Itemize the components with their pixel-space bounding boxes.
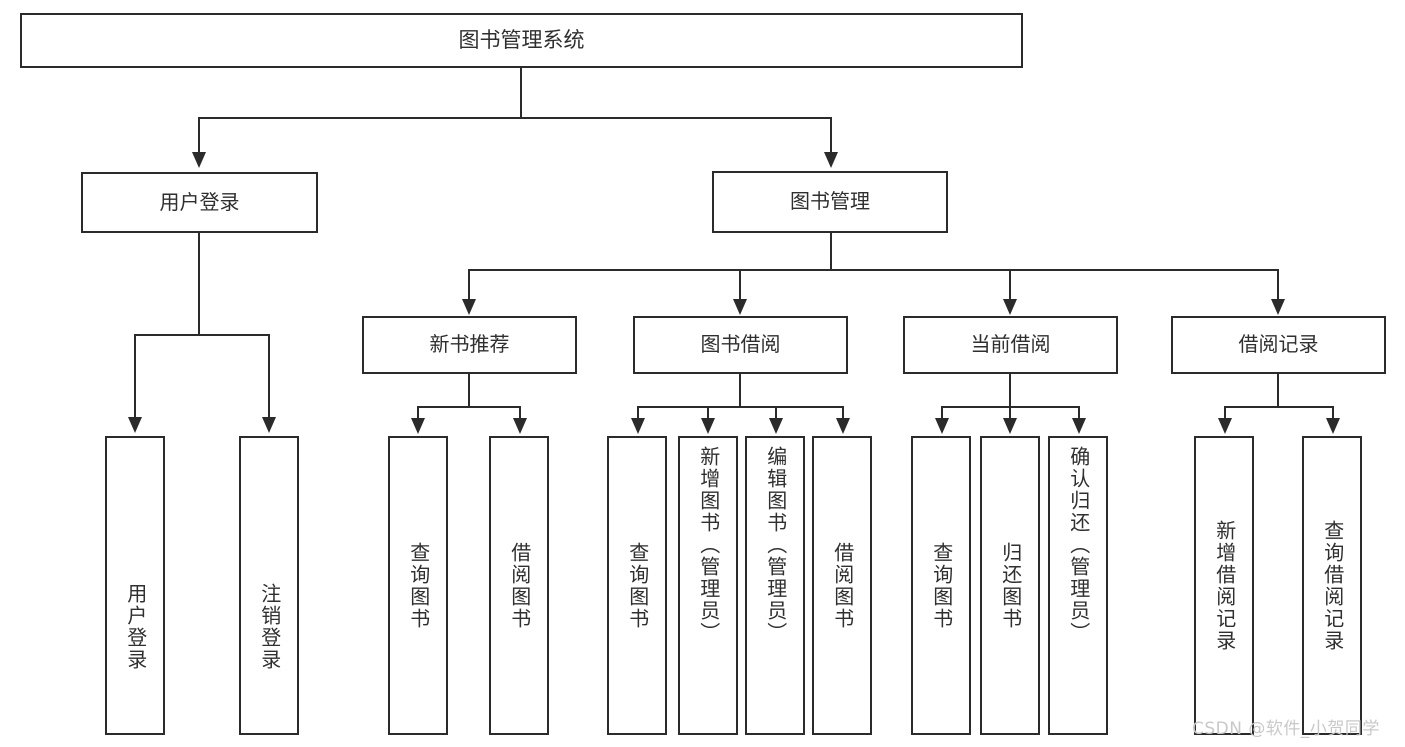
edge-new-book-bus bbox=[417, 406, 520, 408]
leaf-borrow-book[interactable]: 借阅图书 bbox=[812, 436, 872, 735]
leaf-query-book-recommend[interactable]: 查询图书 bbox=[388, 436, 448, 735]
arrowhead-leaf-book-borrow-4 bbox=[836, 418, 850, 434]
node-label: 归还图书 bbox=[998, 541, 1023, 630]
edge-root-bus bbox=[198, 117, 832, 119]
leaf-add-book-admin[interactable]: 新增图书（管理员） bbox=[678, 436, 738, 735]
edge-level2-drop-1 bbox=[468, 269, 470, 301]
arrowhead-level2-2 bbox=[733, 299, 747, 315]
edge-new-book-drop-1 bbox=[417, 406, 419, 420]
leaf-borrow-book-recommend[interactable]: 借阅图书 bbox=[489, 436, 549, 735]
leaf-return-book[interactable]: 归还图书 bbox=[980, 436, 1040, 735]
arrowhead-level2-1 bbox=[462, 299, 476, 315]
arrowhead-leaf-borrow-record-1 bbox=[1218, 418, 1232, 434]
arrowhead-book-mgmt bbox=[824, 152, 838, 168]
node-label: 新增借阅记录 bbox=[1212, 519, 1237, 652]
arrowhead-leaf-user-login-1 bbox=[128, 417, 142, 433]
arrowhead-leaf-book-borrow-2 bbox=[701, 418, 715, 434]
arrowhead-leaf-new-book-1 bbox=[411, 418, 425, 434]
arrowhead-level2-4 bbox=[1271, 299, 1285, 315]
node-label: 新增图书（管理员） bbox=[696, 446, 721, 644]
node-label: 查询图书 bbox=[929, 541, 954, 630]
node-label: 新书推荐 bbox=[429, 332, 510, 357]
node-label: 借阅图书 bbox=[507, 541, 532, 630]
arrowhead-leaf-user-login-2 bbox=[262, 417, 276, 433]
edge-level2-drop-2 bbox=[739, 269, 741, 301]
node-label: 确认归还（管理员） bbox=[1066, 446, 1091, 644]
leaf-user-login[interactable]: 用户登录 bbox=[105, 436, 165, 735]
node-new-book-recommend[interactable]: 新书推荐 bbox=[362, 316, 577, 374]
arrowhead-leaf-current-borrow-1 bbox=[935, 418, 949, 434]
edge-root-to-user-login bbox=[198, 117, 200, 154]
node-label: 图书管理系统 bbox=[458, 28, 585, 53]
leaf-query-book-borrow[interactable]: 查询图书 bbox=[607, 436, 667, 735]
node-label: 借阅记录 bbox=[1238, 332, 1319, 357]
leaf-add-borrow-record[interactable]: 新增借阅记录 bbox=[1194, 436, 1254, 735]
node-label: 借阅图书 bbox=[830, 541, 855, 630]
arrowhead-leaf-current-borrow-2 bbox=[1003, 418, 1017, 434]
leaf-logout[interactable]: 注销登录 bbox=[239, 436, 299, 735]
edge-new-book-stem bbox=[468, 374, 470, 407]
arrowhead-leaf-book-borrow-3 bbox=[769, 418, 783, 434]
edge-current-borrow-drop-3 bbox=[1078, 406, 1080, 420]
leaf-query-borrow-record[interactable]: 查询借阅记录 bbox=[1302, 436, 1362, 735]
edge-book-borrow-bus bbox=[637, 406, 844, 408]
leaf-query-book-current[interactable]: 查询图书 bbox=[911, 436, 971, 735]
leaf-edit-book-admin[interactable]: 编辑图书（管理员） bbox=[745, 436, 805, 735]
node-book-management[interactable]: 图书管理 bbox=[712, 171, 948, 233]
edge-root-stem bbox=[520, 68, 522, 118]
arrowhead-leaf-book-borrow-1 bbox=[631, 418, 645, 434]
node-label: 图书借阅 bbox=[700, 332, 781, 357]
edge-book-borrow-drop-1 bbox=[637, 406, 639, 420]
edge-book-borrow-drop-4 bbox=[842, 406, 844, 420]
edge-level2-drop-3 bbox=[1009, 269, 1011, 301]
edge-new-book-drop-2 bbox=[519, 406, 521, 420]
node-current-borrow[interactable]: 当前借阅 bbox=[903, 316, 1118, 374]
node-label: 查询借阅记录 bbox=[1320, 519, 1345, 652]
edge-user-login-stem bbox=[198, 233, 200, 335]
leaf-confirm-return-admin[interactable]: 确认归还（管理员） bbox=[1048, 436, 1108, 735]
edge-book-borrow-drop-3 bbox=[775, 406, 777, 420]
arrowhead-leaf-current-borrow-3 bbox=[1072, 418, 1086, 434]
edge-borrow-record-stem bbox=[1277, 374, 1279, 407]
edge-root-to-book-mgmt bbox=[830, 117, 832, 154]
edge-book-borrow-drop-2 bbox=[707, 406, 709, 420]
arrowhead-leaf-borrow-record-2 bbox=[1326, 418, 1340, 434]
edge-level2-drop-4 bbox=[1277, 269, 1279, 301]
arrowhead-level2-3 bbox=[1003, 299, 1017, 315]
node-label: 当前借阅 bbox=[970, 332, 1051, 357]
edge-user-login-bus bbox=[134, 334, 270, 336]
edge-user-login-drop-2 bbox=[268, 334, 270, 419]
edge-user-login-drop-1 bbox=[134, 334, 136, 419]
edge-book-borrow-stem bbox=[739, 374, 741, 407]
node-label: 用户登录 bbox=[159, 189, 240, 214]
edge-borrow-record-drop-1 bbox=[1224, 406, 1226, 420]
arrowhead-leaf-new-book-2 bbox=[513, 418, 527, 434]
edge-current-borrow-drop-2 bbox=[1009, 406, 1011, 420]
node-label: 查询图书 bbox=[406, 541, 431, 630]
edge-book-mgmt-stem bbox=[830, 233, 832, 270]
node-borrow-record[interactable]: 借阅记录 bbox=[1171, 316, 1386, 374]
node-user-login[interactable]: 用户登录 bbox=[81, 172, 318, 233]
node-label: 编辑图书（管理员） bbox=[763, 446, 788, 644]
edge-borrow-record-bus bbox=[1224, 406, 1334, 408]
node-label: 图书管理 bbox=[790, 189, 870, 214]
node-root-system[interactable]: 图书管理系统 bbox=[20, 13, 1023, 68]
edge-current-borrow-drop-1 bbox=[941, 406, 943, 420]
edge-borrow-record-drop-2 bbox=[1332, 406, 1334, 420]
edge-level2-bus bbox=[468, 269, 1279, 271]
node-label: 注销登录 bbox=[257, 583, 282, 671]
edge-current-borrow-stem bbox=[1009, 374, 1011, 407]
arrowhead-user-login bbox=[192, 152, 206, 168]
node-label: 用户登录 bbox=[123, 583, 148, 671]
node-book-borrow[interactable]: 图书借阅 bbox=[633, 316, 848, 374]
node-label: 查询图书 bbox=[625, 541, 650, 630]
